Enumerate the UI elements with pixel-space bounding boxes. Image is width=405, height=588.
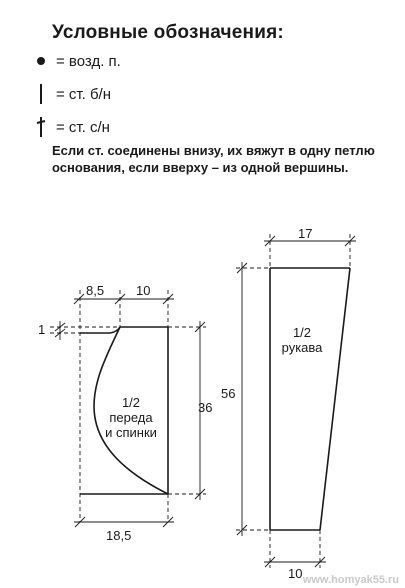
legend-item-chain: = возд. п. bbox=[34, 50, 121, 72]
sleeve-top-width-dim: 17 bbox=[298, 226, 313, 241]
legend-item-sc: = ст. б/н bbox=[34, 83, 111, 105]
front-piece-label: 1/2 переда и спинки bbox=[96, 395, 166, 440]
front-width-top-left-dim: 8,5 bbox=[86, 283, 105, 298]
sleeve-piece-label: 1/2 рукава bbox=[272, 325, 332, 355]
front-shoulder-drop-dim: 1 bbox=[38, 322, 46, 337]
legend-item-label: = возд. п. bbox=[56, 52, 121, 70]
sleeve-height-dim: 56 bbox=[221, 386, 236, 401]
front-piece-dim-lines bbox=[50, 290, 206, 528]
dot-symbol-icon bbox=[34, 50, 50, 72]
sleeve-bottom-width-dim: 10 bbox=[288, 566, 303, 581]
crossed-bar-symbol-icon bbox=[34, 116, 50, 138]
front-width-top-right-dim: 10 bbox=[136, 283, 151, 298]
sleeve-piece-label-line: рукава bbox=[281, 340, 323, 355]
legend-item-dc: = ст. с/н bbox=[34, 116, 110, 138]
sleeve-piece-label-line: 1/2 bbox=[292, 325, 312, 340]
front-piece-outline bbox=[80, 326, 169, 495]
front-height-dim: 36 bbox=[198, 400, 213, 415]
legend-item-label: = ст. с/н bbox=[56, 118, 110, 136]
legend-note: Если ст. соединены внизу, их вяжут в одн… bbox=[52, 143, 375, 175]
legend-item-label: = ст. б/н bbox=[56, 85, 112, 103]
vertical-bar-symbol-icon bbox=[34, 83, 50, 105]
front-piece-label-line: переда bbox=[109, 410, 153, 425]
front-piece-label-line: и спинки bbox=[105, 425, 157, 440]
site-watermark: www.homyak55.ru bbox=[302, 574, 399, 586]
front-piece-label-line: 1/2 bbox=[121, 395, 141, 410]
sleeve-piece-outline bbox=[269, 267, 351, 531]
legend-title: Условные обозначения: bbox=[52, 22, 284, 43]
front-bottom-width-dim: 18,5 bbox=[106, 528, 132, 543]
sleeve-piece-dim-lines bbox=[236, 234, 356, 568]
